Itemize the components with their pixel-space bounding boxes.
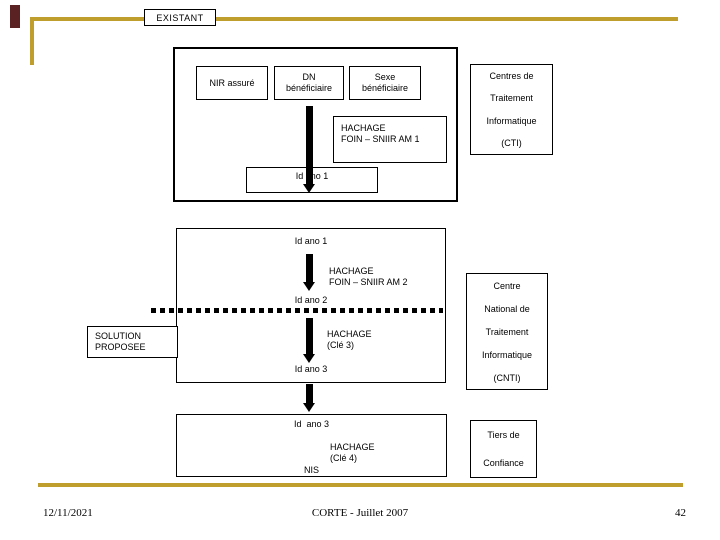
dn-beneficiaire-label: DN bénéficiaire bbox=[285, 72, 333, 93]
hachage-foin-sniiram1-label: HACHAGE FOIN – SNIIR AM 1 bbox=[341, 123, 420, 144]
id-ano-2-label: Id ano 2 bbox=[294, 295, 328, 305]
hachage-cle4-label: HACHAGE (Clé 4) bbox=[330, 442, 375, 463]
id-ano-3-title: Id ano 3 bbox=[293, 419, 330, 429]
dn-beneficiaire-box: DN bénéficiaire bbox=[274, 66, 344, 100]
flow-arrow-3-head bbox=[303, 354, 315, 363]
cnti-line: National de bbox=[484, 303, 530, 314]
footer-title: CORTE - Juillet 2007 bbox=[311, 507, 409, 519]
cti-line: Traitement bbox=[490, 93, 533, 104]
tiers-de-confiance-box: Tiers de Confiance bbox=[470, 420, 537, 478]
sexe-beneficiaire-label: Sexe bénéficiaire bbox=[361, 72, 409, 93]
flow-arrow-4-head bbox=[303, 403, 315, 412]
id-ano-1-label: Id ano 1 bbox=[294, 236, 328, 246]
cnti-line: (CNTI) bbox=[493, 372, 521, 383]
flow-arrow-1-shaft bbox=[306, 106, 313, 184]
cnti-line: Traitement bbox=[485, 326, 529, 337]
solution-proposee-box: SOLUTION PROPOSEE bbox=[87, 326, 178, 358]
footer-rule bbox=[38, 483, 683, 487]
page-number: 42 bbox=[675, 507, 686, 519]
cnti-line: Informatique bbox=[481, 349, 533, 360]
flow-arrow-4-shaft bbox=[306, 384, 313, 403]
template-corner-accent bbox=[10, 5, 20, 28]
left-rule bbox=[30, 17, 34, 65]
cnti-line: Centre bbox=[493, 280, 521, 291]
id-ano-3-label: Id ano 3 bbox=[294, 364, 328, 374]
separation-dashed-line bbox=[151, 308, 443, 313]
nir-assure-box: NIR assuré bbox=[196, 66, 268, 100]
cnti-box: Centre National de Traitement Informatiq… bbox=[466, 273, 548, 390]
flow-arrow-3-shaft bbox=[306, 318, 313, 354]
hachage-foin-sniiram2-label: HACHAGE FOIN – SNIIR AM 2 bbox=[329, 266, 408, 287]
tiers-line: Tiers de bbox=[487, 430, 520, 440]
nis-group-box bbox=[176, 414, 447, 477]
cti-line: Informatique bbox=[486, 115, 537, 126]
nis-label: NIS bbox=[303, 465, 319, 475]
cti-line: Centres de bbox=[489, 71, 534, 82]
top-rule bbox=[30, 17, 678, 21]
slide-tab-existant: EXISTANT bbox=[144, 9, 216, 26]
footer-date: 12/11/2021 bbox=[43, 507, 93, 519]
sexe-beneficiaire-box: Sexe bénéficiaire bbox=[349, 66, 421, 100]
solution-proposee-label: SOLUTION PROPOSEE bbox=[95, 331, 146, 352]
flow-arrow-2-shaft bbox=[306, 254, 313, 282]
flow-arrow-2-head bbox=[303, 282, 315, 291]
hachage-cle3-label: HACHAGE (Clé 3) bbox=[327, 329, 372, 350]
cti-box: Centres de Traitement Informatique (CTI) bbox=[470, 64, 553, 155]
slide-tab-label: EXISTANT bbox=[156, 12, 204, 23]
tiers-line: Confiance bbox=[483, 458, 524, 468]
hachage-foin-sniiram1-box: HACHAGE FOIN – SNIIR AM 1 bbox=[333, 116, 447, 163]
flow-arrow-1-head bbox=[303, 184, 315, 193]
cti-line: (CTI) bbox=[501, 137, 522, 148]
nir-assure-label: NIR assuré bbox=[209, 77, 255, 88]
